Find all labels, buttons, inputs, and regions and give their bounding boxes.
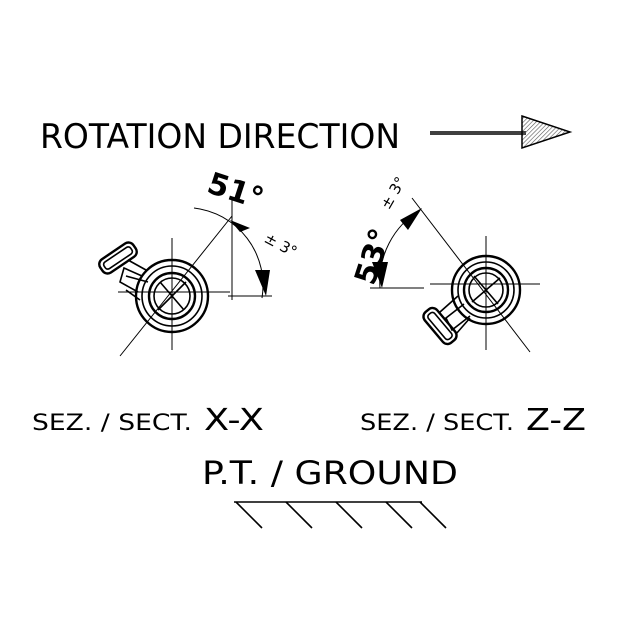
section-xx-tolerance: ± 3°	[261, 229, 300, 261]
section-zz-angle: 53°	[348, 224, 399, 289]
ground-symbol-icon	[234, 501, 447, 529]
rotation-direction-label: ROTATION DIRECTION	[40, 117, 400, 157]
ground-label: P.T. / GROUND	[202, 454, 458, 492]
section-zz-drawing	[370, 197, 540, 353]
section-zz-tolerance: ± 3°	[377, 174, 410, 213]
section-xx-caption-prefix: SEZ. / SECT.	[32, 411, 192, 436]
section-xx-angle: 51°	[203, 166, 268, 217]
section-zz-caption-prefix: SEZ. / SECT.	[360, 411, 514, 436]
section-zz-caption-id: Z-Z	[526, 403, 586, 438]
section-xx-caption-id: X-X	[204, 403, 264, 438]
rotation-arrow-icon	[430, 114, 573, 150]
section-xx-drawing	[98, 200, 272, 357]
